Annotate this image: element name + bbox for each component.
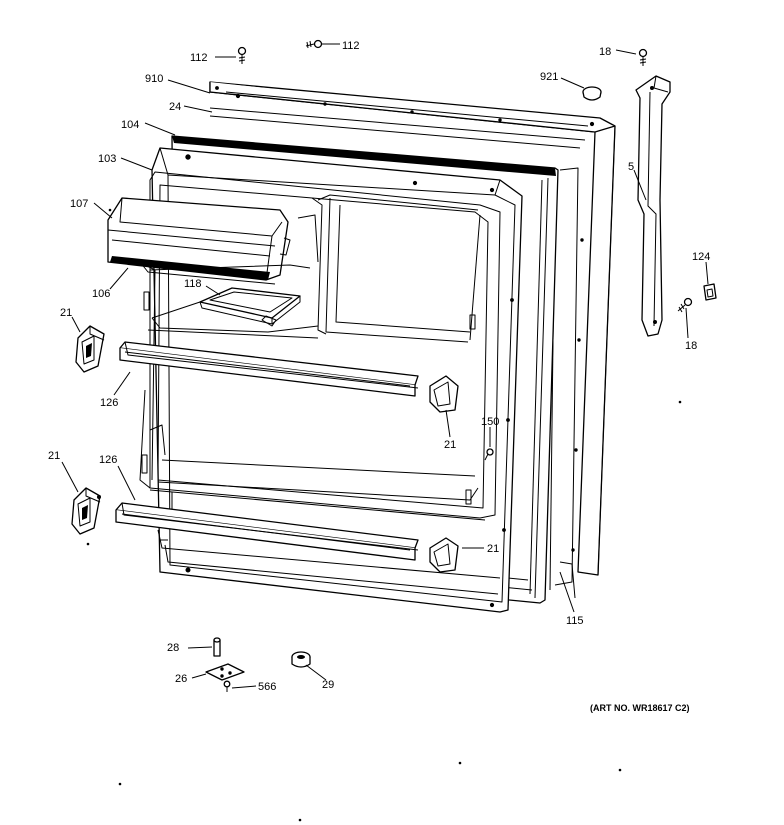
label-112-right: 112 — [342, 40, 360, 52]
scan-specks — [86, 208, 682, 822]
outer-door-panel — [209, 81, 616, 576]
label-26: 26 — [175, 673, 187, 685]
dairy-tray — [151, 287, 319, 333]
hinge-plate-26 — [205, 663, 245, 681]
screw-112-right — [305, 39, 323, 49]
label-21-left-upper: 21 — [60, 307, 72, 319]
label-18-top: 18 — [599, 46, 611, 58]
shelf-support-left-upper — [75, 325, 105, 373]
butter-compartment — [107, 197, 319, 285]
screw-18-bottom — [677, 297, 693, 313]
hinge-pin-28 — [213, 637, 221, 657]
clip-124 — [703, 283, 717, 301]
bushing-29 — [291, 651, 311, 668]
label-24: 24 — [169, 101, 181, 113]
door-handle — [635, 75, 671, 337]
shelf-support-right-upper — [429, 375, 459, 413]
shelf-support-left-lower — [71, 487, 101, 535]
label-126-upper: 126 — [100, 397, 118, 409]
art-number: (ART NO. WR18617 C2) — [590, 703, 690, 713]
label-910: 910 — [145, 73, 163, 85]
label-118: 118 — [184, 278, 202, 290]
label-5: 5 — [628, 161, 634, 173]
screw-18-top — [638, 48, 648, 66]
shelf-bar-upper — [119, 341, 419, 397]
label-150: 150 — [481, 416, 499, 428]
callout-labels: 112 112 18 910 921 24 104 103 5 107 124 … — [48, 40, 710, 713]
plug-921 — [582, 86, 602, 101]
label-21-right-upper: 21 — [444, 439, 456, 451]
screw-150 — [484, 448, 494, 461]
label-18-bottom: 18 — [685, 340, 697, 352]
label-21-left-lower: 21 — [48, 450, 60, 462]
door-strip-115 — [559, 561, 576, 599]
label-21-right-lower: 21 — [487, 543, 499, 555]
label-107: 107 — [70, 198, 88, 210]
label-115: 115 — [566, 615, 584, 627]
label-124: 124 — [692, 251, 710, 263]
label-28: 28 — [167, 642, 179, 654]
screw-566 — [223, 680, 231, 692]
label-103: 103 — [98, 153, 116, 165]
label-566: 566 — [258, 681, 276, 693]
shelf-bar-lower — [115, 502, 419, 561]
label-106: 106 — [92, 288, 110, 300]
label-921: 921 — [540, 71, 558, 83]
label-29: 29 — [322, 679, 334, 691]
label-112-left: 112 — [190, 52, 208, 64]
screw-112-left — [237, 46, 247, 64]
shelf-support-right-lower — [429, 537, 459, 573]
label-126-lower: 126 — [99, 454, 117, 466]
leader-lines — [61, 43, 709, 689]
label-104: 104 — [121, 119, 139, 131]
